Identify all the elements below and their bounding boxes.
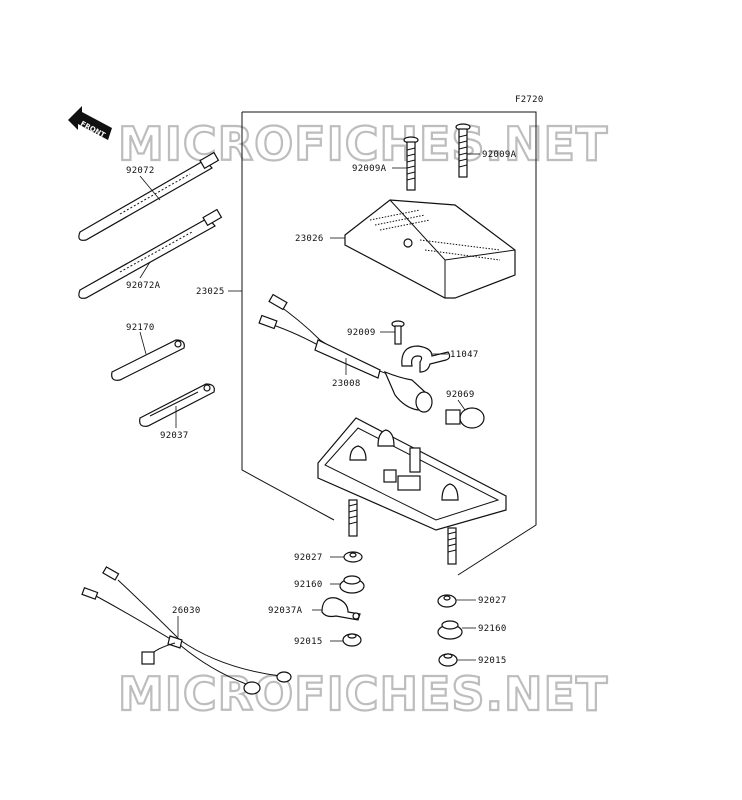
- clamp-92037A: [321, 597, 361, 621]
- lamp-base: [317, 417, 507, 531]
- label-92015-right: 92015: [478, 656, 507, 666]
- assembly-frame: [228, 111, 537, 576]
- nut-92015-left: [342, 633, 362, 647]
- grommet-92160-left: [339, 575, 365, 594]
- label-92160-left: 92160: [294, 580, 323, 590]
- stud-left: [348, 499, 358, 537]
- label-92009: 92009: [347, 328, 376, 338]
- cable-tie-92072: [78, 151, 220, 241]
- label-23025: 23025: [196, 287, 225, 297]
- washer-92027-right: [437, 594, 457, 608]
- label-11047: 11047: [450, 350, 479, 360]
- label-92160-right: 92160: [478, 624, 507, 634]
- watermark-top: MICROFICHES.NET: [118, 117, 608, 171]
- leader-lines: [139, 153, 480, 661]
- label-92027-left: 92027: [294, 553, 323, 563]
- lens-cover-23026: [344, 199, 516, 299]
- watermark-bottom: MICROFICHES.NET: [118, 667, 608, 721]
- harness-26030: [81, 566, 292, 695]
- screw-92009A-right: [455, 123, 471, 178]
- clamp-11047: [401, 345, 451, 373]
- label-92170: 92170: [126, 323, 155, 333]
- label-92027-right: 92027: [478, 596, 507, 606]
- washer-92027-left: [343, 551, 363, 563]
- label-92015-left: 92015: [294, 637, 323, 647]
- label-23008: 23008: [332, 379, 361, 389]
- screw-92009: [391, 320, 405, 345]
- grommet-92160-right: [437, 620, 463, 640]
- diagram-code: F2720: [515, 95, 544, 105]
- clamp-92170: [111, 339, 185, 381]
- nut-92015-right: [438, 653, 458, 667]
- label-23026: 23026: [295, 234, 324, 244]
- stud-right: [447, 527, 457, 565]
- label-92069: 92069: [446, 390, 475, 400]
- front-arrow-icon: FRONT: [68, 106, 112, 140]
- screw-92009A-left: [403, 136, 419, 191]
- wire-harness-23008: [258, 293, 433, 413]
- label-92072: 92072: [126, 166, 155, 176]
- label-92072A: 92072A: [126, 281, 161, 291]
- cable-tie-92072A: [78, 208, 223, 299]
- label-92009A-left: 92009A: [352, 164, 387, 174]
- bulb-92069: [445, 407, 485, 429]
- label-92037A: 92037A: [268, 606, 303, 616]
- label-26030: 26030: [172, 606, 201, 616]
- label-92009A-right: 92009A: [482, 150, 517, 160]
- label-92037: 92037: [160, 431, 189, 441]
- clamp-92037: [139, 383, 215, 427]
